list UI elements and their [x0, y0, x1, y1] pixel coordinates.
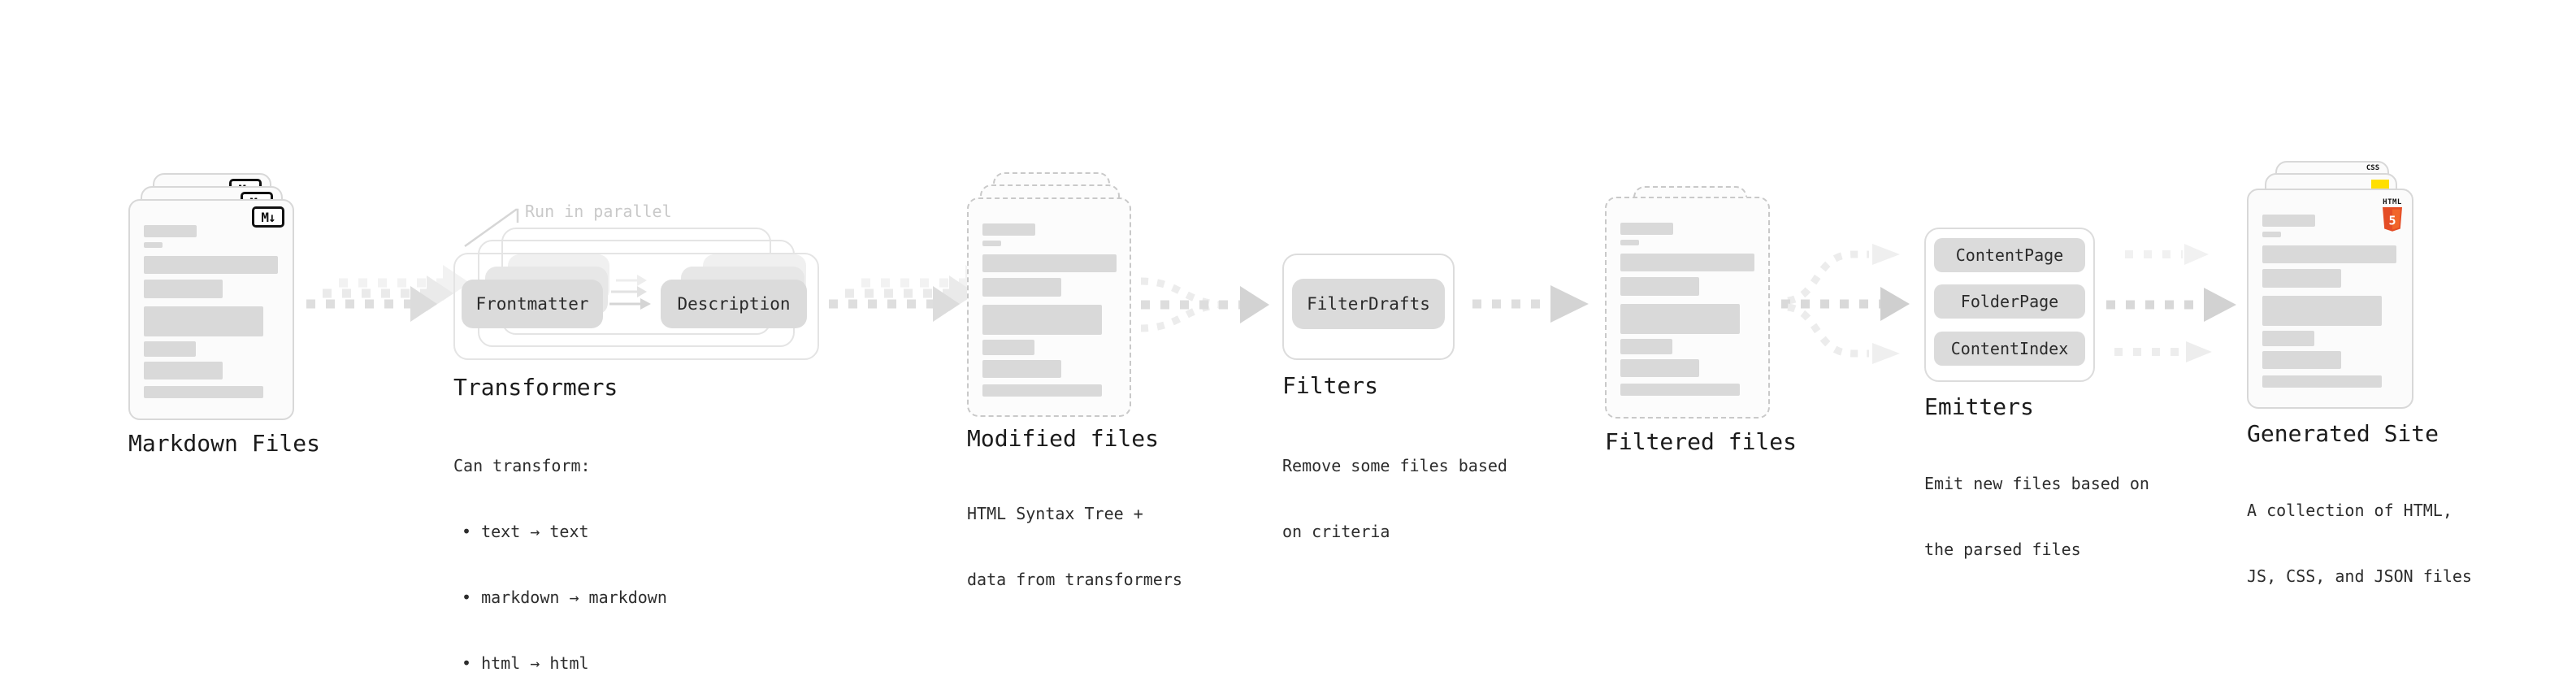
arrow-filtered-to-emitters-icon — [1781, 244, 1910, 364]
desc-line: HTML Syntax Tree + — [967, 504, 1143, 523]
desc-line: on criteria — [1282, 522, 1390, 541]
transformer-box-description: Description — [661, 280, 807, 328]
generated-description: A collection of HTML, JS, CSS, and JSON … — [2247, 456, 2472, 631]
desc-line: • text → text — [462, 522, 589, 541]
emitter-box-contentindex: ContentIndex — [1934, 332, 2085, 366]
desc-line: • markdown → markdown — [462, 588, 667, 607]
desc-line: Emit new files based on — [1924, 474, 2149, 493]
stage-label-filters: Filters — [1282, 372, 1379, 399]
html5-icon: HTML 5 — [2382, 192, 2403, 236]
stage-label-markdown: Markdown Files — [128, 430, 321, 457]
arrow-emitters-to-generated-icon — [2106, 244, 2236, 362]
stage-label-modified: Modified files — [967, 425, 1160, 452]
skeleton-text — [1607, 198, 1768, 417]
javascript-icon — [2371, 180, 2389, 189]
stage-label-filtered: Filtered files — [1605, 428, 1798, 455]
transformers-description: Can transform: • text → text • markdown … — [453, 411, 667, 681]
modified-description: HTML Syntax Tree + data from transformer… — [967, 459, 1182, 635]
file-card-front — [967, 197, 1131, 417]
transformer-box-frontmatter: Frontmatter — [462, 280, 603, 328]
markdown-icon: M↓ — [252, 206, 284, 228]
file-card-front: HTML 5 — [2247, 189, 2413, 409]
arrow-markdown-to-transformers-icon — [306, 265, 470, 322]
emitters-description: Emit new files based on the parsed files — [1924, 429, 2149, 605]
transformer-frame-front — [453, 253, 819, 360]
emitter-box-contentpage: ContentPage — [1934, 238, 2085, 272]
skeleton-text — [969, 199, 1130, 415]
parallel-run-arrows-icon — [609, 275, 651, 310]
desc-line: • html → html — [462, 653, 589, 673]
file-card-front — [1605, 197, 1770, 419]
filters-description: Remove some files based on criteria — [1282, 411, 1507, 587]
desc-line: A collection of HTML, — [2247, 501, 2452, 520]
stage-label-transformers: Transformers — [453, 374, 618, 401]
html5-shield-icon: 5 — [2383, 207, 2402, 232]
svg-text:5: 5 — [2388, 214, 2396, 228]
desc-line: the parsed files — [1924, 540, 2081, 559]
emitter-box-folderpage: FolderPage — [1934, 284, 2085, 319]
annotation-leader-line — [464, 208, 519, 248]
filter-box-filterdrafts: FilterDrafts — [1292, 279, 1445, 329]
file-card-front: M↓ — [128, 199, 294, 420]
desc-line: JS, CSS, and JSON files — [2247, 566, 2472, 586]
run-in-parallel-annotation: Run in parallel — [525, 202, 672, 221]
skeleton-text — [130, 201, 293, 419]
desc-line: data from transformers — [967, 570, 1182, 589]
arrow-modified-to-filters-icon — [1140, 277, 1269, 332]
desc-line: Remove some files based — [1282, 456, 1507, 475]
stage-label-generated: Generated Site — [2247, 420, 2439, 447]
arrow-filters-to-filtered-icon — [1472, 285, 1589, 323]
skeleton-text — [2249, 190, 2412, 407]
desc-line: Can transform: — [453, 456, 591, 475]
stage-label-emitters: Emitters — [1924, 393, 2034, 420]
